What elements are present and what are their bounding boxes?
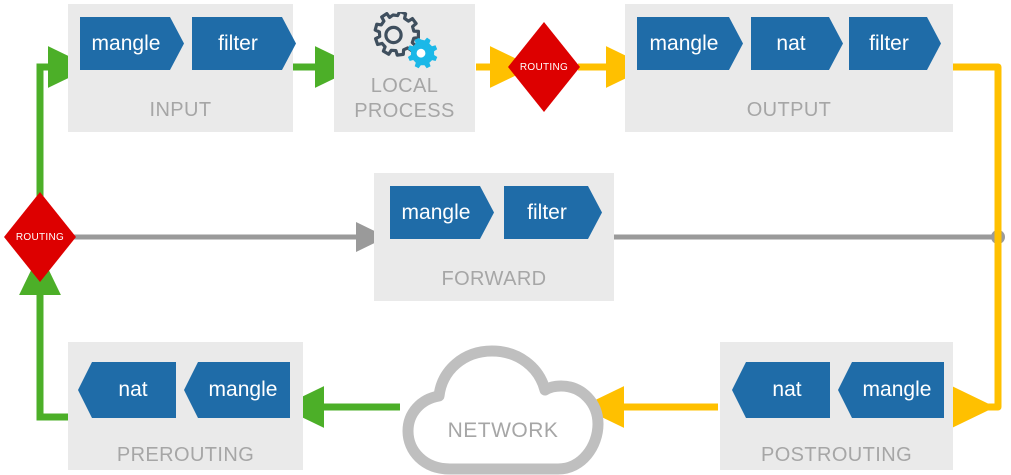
chain-box-input: mangle filter INPUT	[68, 4, 293, 132]
table-chevron-forward-filter[interactable]: filter	[504, 186, 602, 239]
rail-junction-dot	[991, 230, 1005, 244]
table-chevron-input-mangle[interactable]: mangle	[80, 17, 184, 70]
routing-label-left: ROUTING	[15, 231, 65, 243]
chain-label-postrouting: POSTROUTING	[760, 444, 913, 466]
cloud-shape-icon	[402, 345, 604, 475]
chain-box-output: mangle nat filter OUTPUT	[625, 4, 953, 132]
table-chevron-forward-mangle[interactable]: mangle	[390, 186, 494, 239]
chain-label-output: OUTPUT	[746, 99, 832, 121]
chain-box-forward: mangle filter FORWARD	[374, 173, 614, 301]
chain-box-postrouting: nat mangle POSTROUTING	[720, 342, 953, 470]
table-chevron-postrouting-mangle[interactable]: mangle	[838, 362, 944, 418]
table-chevron-output-nat[interactable]: nat	[751, 17, 843, 70]
routing-label-top: ROUTING	[519, 61, 569, 73]
network-cloud-label: NETWORK	[447, 419, 559, 442]
routing-node-left[interactable]: ROUTING	[4, 192, 76, 282]
table-chevron-output-mangle[interactable]: mangle	[637, 17, 743, 70]
path-prerouting-to-routing	[19, 251, 68, 421]
routing-node-top[interactable]: ROUTING	[508, 22, 580, 112]
table-chevron-prerouting-nat[interactable]: nat	[78, 362, 176, 418]
network-cloud: NETWORK	[398, 341, 608, 475]
table-chevron-prerouting-mangle[interactable]: mangle	[184, 362, 290, 418]
chain-label-prerouting: PREROUTING	[116, 444, 255, 466]
path-output-to-postrouting	[944, 63, 1002, 428]
chain-label-local-process-line1: LOCAL	[370, 75, 439, 97]
gear-small-icon	[407, 37, 438, 69]
gear-large-icon	[373, 9, 420, 57]
chain-label-forward: FORWARD	[441, 268, 547, 290]
chain-box-local-process: LOCAL PROCESS	[334, 4, 475, 132]
chain-box-prerouting: nat mangle PREROUTING	[68, 342, 303, 470]
table-chevron-output-filter[interactable]: filter	[849, 17, 941, 70]
gears-icon	[366, 9, 444, 74]
chain-label-input: INPUT	[149, 99, 212, 121]
path-forward-to-right-rail	[614, 230, 1005, 244]
table-chevron-input-filter[interactable]: filter	[192, 17, 296, 70]
chain-label-local-process-line2: PROCESS	[354, 100, 455, 122]
path-routing-to-input	[36, 46, 92, 200]
table-chevron-postrouting-nat[interactable]: nat	[732, 362, 830, 418]
